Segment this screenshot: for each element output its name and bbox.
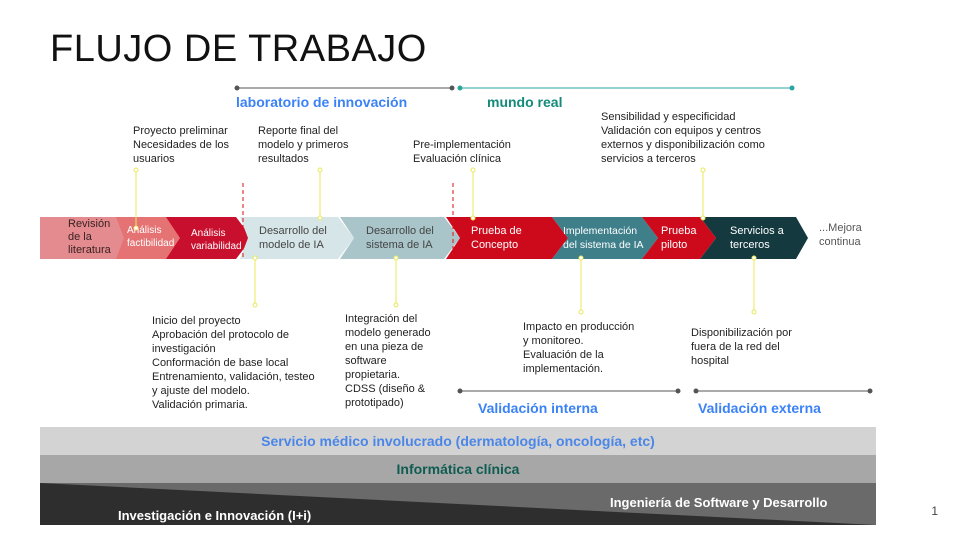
- note-preimplementacion: Pre-implementación Evaluación clínica: [413, 139, 511, 165]
- lab-zone-start-dot: [234, 85, 240, 91]
- note-inicio: Inicio del proyecto Aprobación del proto…: [152, 315, 315, 411]
- lab-zone-end-dot: [449, 85, 455, 91]
- band-ingenieria-label: Ingeniería de Software y Desarrollo: [610, 495, 828, 510]
- step-label-revision: Revisión de la literatura: [68, 218, 111, 256]
- step-label-prueba-piloto: Prueba piloto: [661, 225, 697, 251]
- validation-externa-label: Validación externa: [698, 400, 821, 416]
- band-informatica-label: Informática clínica: [396, 461, 520, 477]
- step-prueba-concepto: [446, 217, 568, 259]
- real-zone-start-dot: [457, 85, 463, 91]
- step-revision: [40, 217, 130, 259]
- step-label-servicios: Servicios a terceros: [730, 225, 784, 251]
- step-modelo-ia: [240, 217, 354, 259]
- step-prueba-piloto: [642, 217, 716, 259]
- step-implementacion: [552, 217, 658, 259]
- zone-real-label: mundo real: [487, 94, 563, 110]
- zone-lab-label: laboratorio de innovación: [236, 94, 408, 110]
- step-label-modelo-ia: Desarrollo del modelo de IA: [259, 225, 327, 251]
- note-integracion: Integración del modelo generado en una p…: [345, 313, 431, 409]
- note-sensibilidad: Sensibilidad y especificidad Validación …: [601, 111, 765, 165]
- validation-interna-label: Validación interna: [478, 400, 598, 416]
- step-sistema-ia: [340, 217, 460, 259]
- note-disponibilizacion: Disponibilización por fuera de la red de…: [691, 327, 792, 367]
- step-label-prueba-concepto: Prueba de Concepto: [471, 225, 522, 251]
- step-servicios-terceros: [700, 217, 808, 259]
- bottom-markers: [252, 255, 757, 315]
- continue-label: ...Mejora continua: [819, 222, 862, 248]
- note-proyecto: Proyecto preliminar Necesidades de los u…: [133, 125, 230, 165]
- page-number: 1: [931, 504, 938, 518]
- step-variabilidad: [166, 217, 252, 259]
- real-zone-end-dot: [789, 85, 795, 91]
- band-servicio-label: Servicio médico involucrado (dermatologí…: [261, 433, 655, 449]
- band-servicio-bg: [40, 427, 876, 455]
- band-investigacion-bg: [40, 483, 876, 525]
- step-label-sistema-ia: Desarrollo del sistema de IA: [366, 225, 434, 251]
- step-label-implementacion: Implementación del sistema de IA: [563, 225, 644, 251]
- note-impacto: Impacto en producción y monitoreo. Evalu…: [523, 321, 635, 375]
- note-reporte: Reporte final del modelo y primeros resu…: [258, 125, 349, 165]
- band-informatica-bg: [40, 455, 876, 483]
- page-title: FLUJO DE TRABAJO: [50, 28, 427, 70]
- step-label-variabilidad: Análisis variabilidad: [191, 228, 242, 252]
- band-investigacion-label: Investigación e Innovación (I+i): [118, 508, 312, 523]
- step-label-factibilidad: Análisis factibilidad: [127, 225, 175, 249]
- top-markers: [133, 167, 706, 231]
